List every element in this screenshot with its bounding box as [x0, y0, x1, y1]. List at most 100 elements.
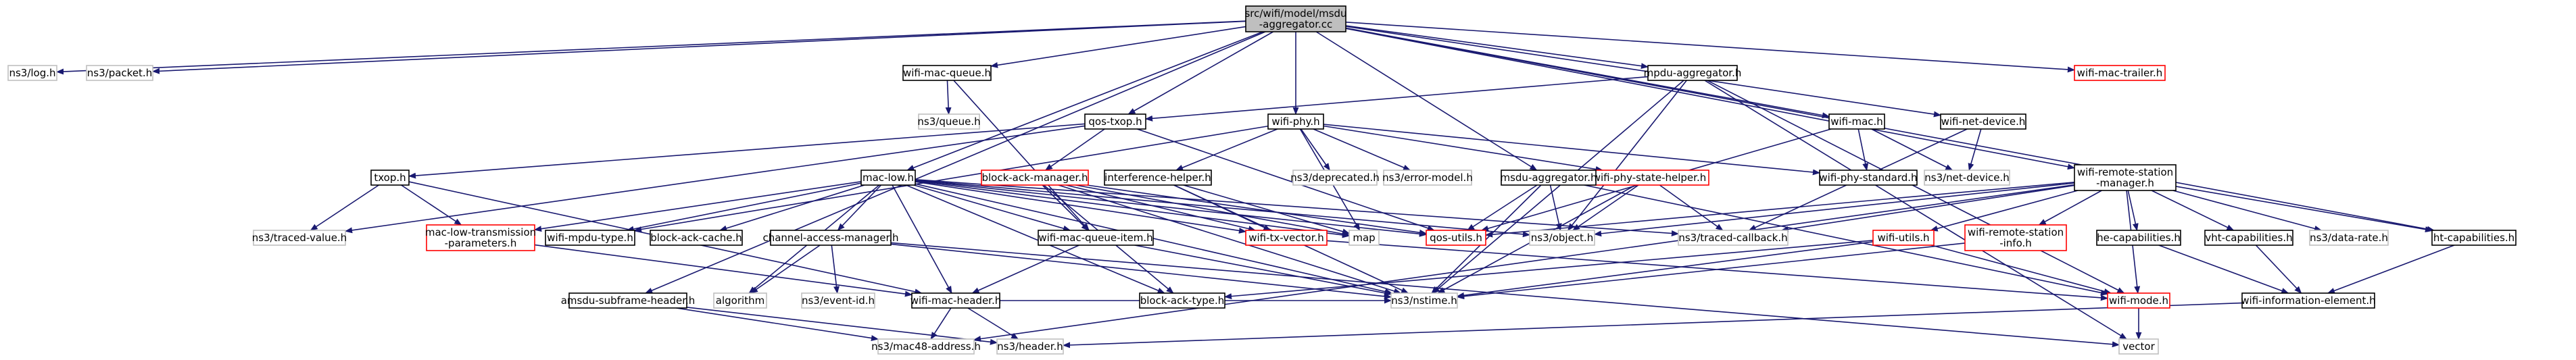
node-evid: ns3/event-id.h [801, 292, 875, 309]
node-box-wmpdu [545, 230, 635, 246]
node-label-drate: ns3/data-rate.h [2310, 232, 2388, 244]
edge-wrsm-to-tcb [1780, 184, 2075, 232]
edge-maclow-to-bac [719, 184, 865, 232]
edge-bam-to-map [1075, 184, 1351, 237]
edge-wrsm-to-wutils [1930, 190, 2079, 232]
edge-wmqi-to-wmh [971, 245, 1079, 294]
edge-cam-to-nstime [890, 243, 1392, 300]
node-wrsi[interactable]: wifi-remote-station-info.h [1964, 224, 2067, 251]
edge-root-to-htcap [1345, 27, 2435, 232]
edge-mpdu-to-nstime [1432, 80, 1684, 294]
node-wmq[interactable]: wifi-mac-queue.h [902, 65, 992, 81]
node-magg[interactable]: msdu-aggregator.h [1500, 170, 1597, 186]
node-queue: ns3/queue.h [917, 113, 981, 130]
node-asfh[interactable]: amsdu-subframe-header.h [561, 292, 696, 309]
node-mpdu[interactable]: mpdu-aggregator.h [1644, 65, 1742, 81]
edge-maclow-to-bat [905, 184, 1165, 294]
node-wmpdu[interactable]: wifi-mpdu-type.h [545, 230, 635, 246]
edge-asfh-to-mac48 [676, 307, 879, 341]
node-bac[interactable]: block-ack-cache.h [650, 230, 743, 246]
node-bam[interactable]: block-ack-manager.h [981, 170, 1089, 186]
node-label-mltp: -parameters.h [445, 237, 517, 249]
edge-cam-to-vector [890, 242, 2120, 348]
node-qosu[interactable]: qos-utils.h [1426, 230, 1486, 246]
node-label-nstime: ns3/nstime.h [1391, 294, 1457, 307]
edge-root-to-qos [1127, 31, 1274, 115]
edge-wrsm-to-hecap [2127, 190, 2139, 232]
edge-wutils-to-wmode [1930, 245, 2112, 294]
node-wifiphy[interactable]: wifi-phy.h [1267, 113, 1324, 130]
edge-qos-to-tval [344, 125, 1086, 234]
node-maclow[interactable]: mac-low.h [860, 170, 916, 186]
node-hecap[interactable]: he-capabilities.h [2096, 230, 2181, 246]
node-root[interactable]: src/wifi/model/msdu-aggregator.cc [1244, 5, 1347, 32]
node-label-root: src/wifi/model/msdu [1244, 7, 1346, 20]
node-wnd[interactable]: wifi-net-device.h [1940, 113, 2026, 130]
edge-txop-to-mltp [401, 184, 462, 226]
node-obj: ns3/object.h [1529, 230, 1595, 246]
edge-wifiphy-to-depr [1301, 128, 1330, 171]
node-wmt[interactable]: wifi-mac-trailer.h [2074, 65, 2166, 81]
node-box-bat [1139, 292, 1225, 309]
node-box-wifimac [1828, 113, 1885, 130]
node-qos[interactable]: qos-txop.h [1084, 113, 1146, 130]
edge-maclow-to-wmpdu [626, 182, 862, 232]
node-label-bat: block-ack-type.h [1140, 294, 1225, 307]
edge-wifimac-to-wps [1857, 128, 1869, 172]
node-box-wrsi [1964, 224, 2067, 251]
node-wifimac[interactable]: wifi-mac.h [1828, 113, 1885, 130]
node-vhtcap[interactable]: vht-capabilities.h [2204, 230, 2293, 246]
edge-bam-to-wtv [1065, 184, 1257, 232]
node-box-algo [713, 292, 767, 309]
node-wie[interactable]: wifi-information-element.h [2241, 292, 2376, 309]
node-box-wmq [902, 65, 992, 81]
node-map: map [1348, 230, 1380, 246]
node-cam[interactable]: channel-access-manager.h [762, 230, 899, 246]
node-box-log [7, 65, 57, 81]
node-wrsm[interactable]: wifi-remote-station-manager.h [2074, 164, 2177, 191]
node-bat[interactable]: block-ack-type.h [1139, 292, 1225, 309]
node-label-wps: wifi-phy-standard.h [1819, 172, 1917, 184]
node-wutils[interactable]: wifi-utils.h [1872, 230, 1935, 246]
node-drate: ns3/data-rate.h [2309, 230, 2389, 246]
node-label-qos: qos-txop.h [1088, 115, 1142, 128]
node-label-wrsm: -manager.h [2096, 177, 2154, 189]
node-box-tval [253, 230, 346, 246]
node-interf[interactable]: interference-helper.h [1104, 170, 1212, 186]
node-box-ndev [1924, 170, 2010, 186]
node-label-packet: ns3/packet.h [87, 67, 152, 79]
edge-wifiphy-to-wmpdu [633, 125, 1269, 232]
node-label-tcb: ns3/traced-callback.h [1678, 232, 1787, 244]
node-label-queue: ns3/queue.h [917, 115, 980, 128]
node-wps[interactable]: wifi-phy-standard.h [1819, 170, 1918, 186]
node-label-wmt: wifi-mac-trailer.h [2077, 67, 2163, 79]
node-label-depr: ns3/deprecated.h [1290, 172, 1380, 184]
edge-wie-to-header [1062, 302, 2243, 349]
node-box-wnd [1940, 113, 2026, 130]
node-label-evid: ns3/event-id.h [802, 294, 875, 307]
node-box-packet [86, 65, 153, 81]
node-label-wie: wifi-information-element.h [2241, 294, 2375, 307]
node-mltp[interactable]: mac-low-transmission-parameters.h [425, 224, 536, 251]
node-label-algo: algorithm [716, 294, 764, 307]
node-tval: ns3/traced-value.h [252, 230, 347, 246]
node-txop[interactable]: txop.h [370, 170, 410, 186]
node-wmh[interactable]: wifi-mac-header.h [910, 292, 1002, 309]
node-wmqi[interactable]: wifi-mac-queue-item.h [1038, 230, 1154, 246]
node-box-asfh [568, 292, 687, 309]
edge-wnd-to-ndev [1968, 128, 1982, 172]
node-box-wtv [1245, 230, 1328, 246]
edge-wrsm-to-mac48 [973, 184, 2075, 342]
edge-htcap-to-wie [2327, 245, 2455, 294]
node-label-wutils: wifi-utils.h [1877, 232, 1929, 244]
edge-txop-to-tval [310, 184, 379, 231]
node-wmode[interactable]: wifi-mode.h [2107, 292, 2170, 309]
node-label-maclow: mac-low.h [862, 172, 914, 184]
node-box-vhtcap [2204, 230, 2293, 246]
node-wpsh[interactable]: wifi-phy-state-helper.h [1589, 170, 1709, 186]
node-wtv[interactable]: wifi-tx-vector.h [1245, 230, 1328, 246]
node-label-mpdu: mpdu-aggregator.h [1644, 67, 1742, 79]
node-htcap[interactable]: ht-capabilities.h [2431, 230, 2517, 246]
edge-wifimac-to-ndev [1871, 128, 1953, 171]
